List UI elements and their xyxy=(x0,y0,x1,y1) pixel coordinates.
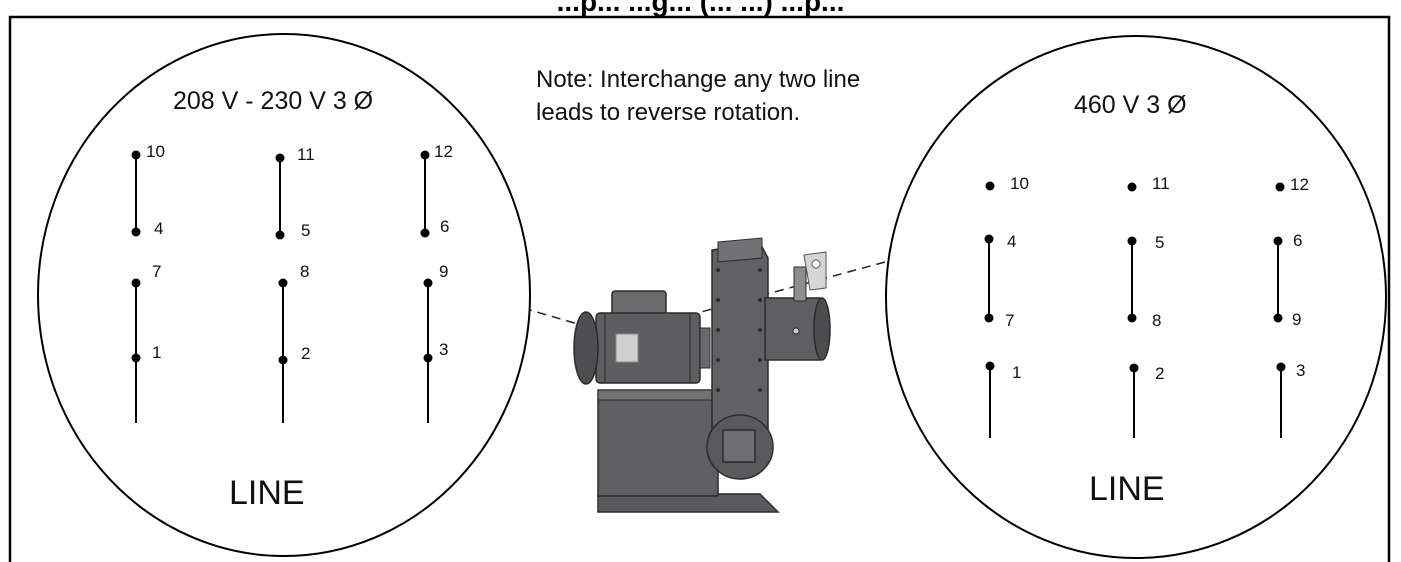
right-terminal-8-label: 8 xyxy=(1152,311,1161,330)
left-terminal-11-dot xyxy=(275,153,285,163)
right-line-label: LINE xyxy=(1089,470,1165,508)
right-terminal-1-dot xyxy=(985,361,995,371)
left-connection-diagram: 208 V - 230 V 3 Ø 10 4 7 1 11 5 8 2 12 6… xyxy=(37,33,531,557)
left-voltage-label: 208 V - 230 V 3 Ø xyxy=(173,87,373,115)
motor-junction-box xyxy=(615,333,639,363)
left-terminal-3-label: 3 xyxy=(439,340,448,359)
motor-body xyxy=(595,312,701,384)
blower-illustration xyxy=(573,237,831,513)
left-terminal-8-dot xyxy=(278,278,288,288)
blower-pedestal xyxy=(597,389,719,497)
right-terminal-4-label: 4 xyxy=(1007,232,1016,251)
right-terminal-10-dot xyxy=(985,181,995,191)
left-terminal-4-label: 4 xyxy=(154,219,163,238)
right-terminal-5-label: 5 xyxy=(1155,233,1164,252)
right-terminal-9-label: 9 xyxy=(1292,310,1301,329)
left-terminal-10-label: 10 xyxy=(146,142,165,161)
left-terminal-6-dot xyxy=(420,228,430,238)
right-terminal-1-label: 1 xyxy=(1012,363,1021,382)
left-terminal-7-dot xyxy=(131,278,141,288)
note-line-2: leads to reverse rotation. xyxy=(536,99,800,126)
inlet-opening xyxy=(722,429,756,463)
right-terminal-2-dot xyxy=(1129,363,1139,373)
left-terminal-12-dot xyxy=(420,150,430,160)
right-terminal-8-dot xyxy=(1127,313,1137,323)
right-connection-diagram: 460 V 3 Ø 10 11 12 4 7 5 8 6 9 1 2 3 LI xyxy=(885,35,1387,559)
left-terminal-9-dot xyxy=(423,278,433,288)
frame-border xyxy=(8,15,1391,562)
motor-end-cap xyxy=(573,311,599,385)
left-terminal-5-label: 5 xyxy=(301,221,310,240)
left-line-label: LINE xyxy=(229,474,305,512)
left-terminal-4-dot xyxy=(131,227,141,237)
right-terminal-9-dot xyxy=(1273,313,1283,323)
right-terminal-11-dot xyxy=(1127,182,1137,192)
right-terminal-5-dot xyxy=(1127,236,1137,246)
left-terminal-8-label: 8 xyxy=(300,262,309,281)
left-terminal-12-label: 12 xyxy=(434,142,453,161)
pressure-switch xyxy=(793,266,807,302)
left-terminal-1-dot xyxy=(131,353,141,363)
outlet-duct xyxy=(764,297,821,361)
note-line-1: Note: Interchange any two line xyxy=(536,66,860,93)
left-terminal-7-label: 7 xyxy=(152,262,161,281)
right-terminal-3-label: 3 xyxy=(1296,361,1305,380)
mounting-bracket xyxy=(803,251,827,291)
left-terminal-11-label: 11 xyxy=(297,145,315,164)
left-terminal-6-label: 6 xyxy=(440,217,449,236)
right-terminal-12-label: 12 xyxy=(1290,175,1309,194)
right-terminal-7-label: 7 xyxy=(1005,311,1014,330)
right-terminal-2-label: 2 xyxy=(1155,364,1164,383)
left-terminal-3-dot xyxy=(423,353,433,363)
page-title: ...p... ...g... (... ...) ...p... xyxy=(556,0,845,17)
right-terminal-10-label: 10 xyxy=(1010,174,1029,193)
right-terminal-12-dot xyxy=(1275,182,1285,192)
left-terminal-2-dot xyxy=(278,355,288,365)
left-terminal-5-dot xyxy=(275,230,285,240)
left-terminal-1-label: 1 xyxy=(152,343,161,362)
left-terminal-10-dot xyxy=(131,150,141,160)
right-terminal-3-dot xyxy=(1276,362,1286,372)
right-voltage-label: 460 V 3 Ø xyxy=(1074,91,1187,119)
right-terminal-7-dot xyxy=(984,313,994,323)
left-terminal-2-label: 2 xyxy=(301,344,310,363)
right-circle xyxy=(885,35,1387,559)
right-terminal-6-dot xyxy=(1273,236,1283,246)
right-terminal-11-label: 11 xyxy=(1152,174,1170,193)
right-terminal-6-label: 6 xyxy=(1293,231,1302,250)
left-terminal-9-label: 9 xyxy=(439,262,448,281)
right-terminal-4-dot xyxy=(984,234,994,244)
